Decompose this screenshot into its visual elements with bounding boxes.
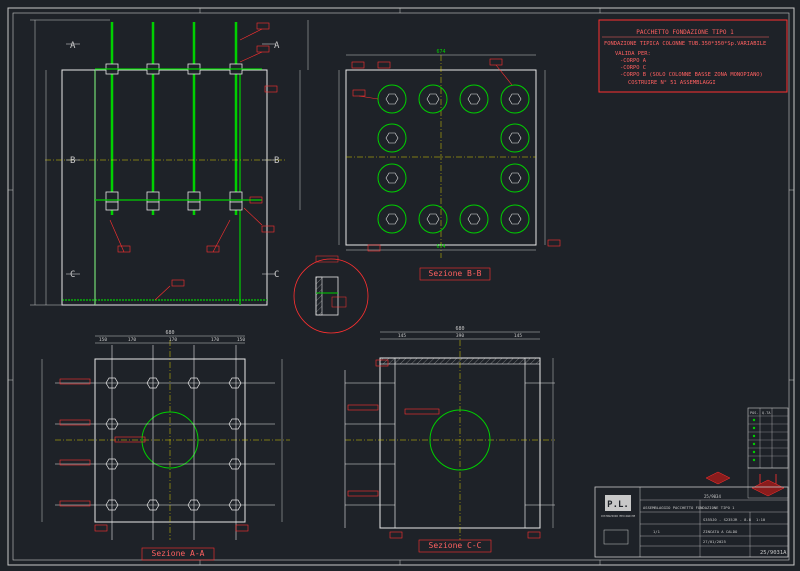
aa-bolts: [105, 377, 242, 511]
title-block[interactable]: P.L. COSTRUZIONI MECCANICHE 25/9034 ASSE…: [594, 486, 789, 558]
aa-dims: [41, 335, 283, 522]
cc-dim-seg1: 145: [398, 333, 406, 339]
frame-ticks: [8, 8, 794, 565]
notes-title: PACCHETTO FONDAZIONE TIPO 1: [636, 29, 734, 36]
cc-dim-seg3: 145: [514, 333, 522, 339]
parts-header-qty: Q.TA: [762, 411, 771, 415]
bb-dims: [338, 54, 546, 251]
tb-desc: ASSEMBLAGGIO PACCHETTO FONDAZIONE TIPO 1: [643, 505, 735, 510]
aa-dim-overall: 680: [165, 330, 174, 336]
aa-dim-seg3: 170: [169, 337, 177, 343]
iso-preview: [705, 467, 789, 499]
parts-header-pos: POS.: [750, 411, 758, 415]
notes-line-5: -CORPO B (SOLO COLONNE BASSE ZONA MONOPI…: [620, 72, 763, 78]
bb-nuts: [385, 93, 522, 225]
aa-rebar-lines: [55, 345, 275, 540]
tb-scale: 1:10: [756, 517, 766, 522]
section-aa-view[interactable]: 680 150 170 170 170 150 Sezione A-A: [41, 330, 290, 561]
aa-dim-seg2: 170: [128, 337, 136, 343]
section-mark-b-right: B: [274, 156, 279, 166]
cc-rebar: [344, 370, 555, 528]
section-mark-c-left: C: [70, 270, 75, 280]
cc-dim-seg2: 390: [456, 333, 464, 339]
tb-drawing-number: 25/9031A: [760, 550, 787, 556]
notes-line-3: -CORPO A: [620, 58, 647, 64]
outer-frame: [7, 7, 795, 566]
bb-title: Sezione B-B: [429, 269, 482, 278]
cc-dim-overall: 680: [455, 326, 464, 332]
bb-dim-top: 674: [436, 49, 445, 55]
aa-dim-seg4: 170: [211, 337, 219, 343]
aa-title: Sezione A-A: [152, 549, 205, 558]
elevation-callouts: [109, 22, 278, 301]
aa-callouts: [59, 378, 249, 532]
cc-dims: [380, 331, 554, 528]
tb-job: 25/9034: [704, 494, 721, 499]
section-mark-b-left: B: [70, 156, 75, 166]
front-elevation-view[interactable]: A B C A B C: [30, 19, 309, 306]
section-cc-view[interactable]: 680 145 390 145 Sezione C-C: [344, 326, 555, 553]
section-mark-c-right: C: [274, 270, 279, 280]
inner-frame: [12, 12, 790, 561]
cc-title: Sezione C-C: [429, 541, 482, 550]
cc-callouts: [347, 359, 541, 539]
section-bb-view[interactable]: 674 674 Sezione B-B: [338, 49, 561, 281]
notes-line-2: VALIDA PER:: [615, 51, 651, 57]
company-sub: COSTRUZIONI MECCANICHE: [601, 514, 636, 518]
tb-date: 27/01/2025: [703, 539, 726, 544]
parts-table[interactable]: POS. Q.TA: [747, 407, 789, 469]
anchor-rods: [110, 22, 238, 215]
detail-circle-view[interactable]: [293, 255, 369, 334]
notes-line-1: FONDAZIONE TIPICA COLONNE TUB.350*350*Sp…: [604, 41, 766, 47]
bb-dim-bottom: 674: [436, 244, 445, 250]
bb-callouts: [351, 58, 561, 252]
bb-bolt-circles: [377, 84, 530, 234]
notes-box: PACCHETTO FONDAZIONE TIPO 1 FONDAZIONE T…: [598, 19, 788, 93]
tb-finish: ZINCATA A CALDO: [703, 529, 738, 534]
company-name: P.L.: [607, 500, 629, 510]
tb-sheet: 1/1: [653, 529, 661, 534]
tb-material: S355J0 - S235JR - 8.8: [703, 517, 752, 522]
section-markers-left: A B C A B C: [70, 41, 280, 280]
section-mark-a-right: A: [274, 41, 280, 51]
aa-dim-seg1: 150: [99, 337, 107, 343]
company-logo: P.L. COSTRUZIONI MECCANICHE: [601, 495, 636, 545]
notes-line-6: COSTRUIRE N° 51 ASSEMBLAGGI: [628, 80, 716, 86]
aa-dim-seg5: 150: [237, 337, 245, 343]
elevation-dims: [30, 19, 309, 306]
notes-line-4: -CORPO C: [620, 65, 646, 71]
section-mark-a-left: A: [70, 41, 76, 51]
rod-nuts-top: [105, 63, 243, 211]
